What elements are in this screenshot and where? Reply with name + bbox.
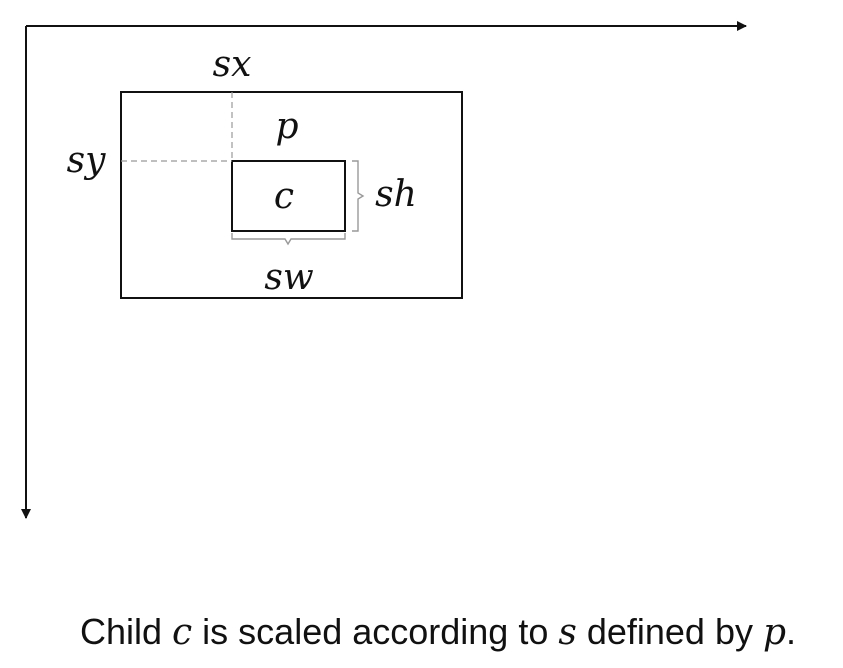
caption-var-p: p [763,612,786,653]
caption-part1: Child [80,611,172,652]
child-rect [231,160,346,232]
caption-part4: . [786,611,796,652]
sy-label: sy [67,140,106,181]
caption: Child c is scaled according to s defined… [80,611,796,653]
caption-var-c: c [172,612,192,653]
sh-label: sh [375,174,417,215]
sw-brace [231,233,346,246]
caption-part3: defined by [577,611,763,652]
parent-rect [120,91,463,299]
sw-label: sw [264,257,313,298]
caption-var-s: s [558,612,576,653]
sx-label: sx [213,44,252,85]
sh-brace [352,160,365,232]
caption-part2: is scaled according to [192,611,558,652]
parent-label: p [275,106,298,147]
child-label: c [274,176,294,217]
